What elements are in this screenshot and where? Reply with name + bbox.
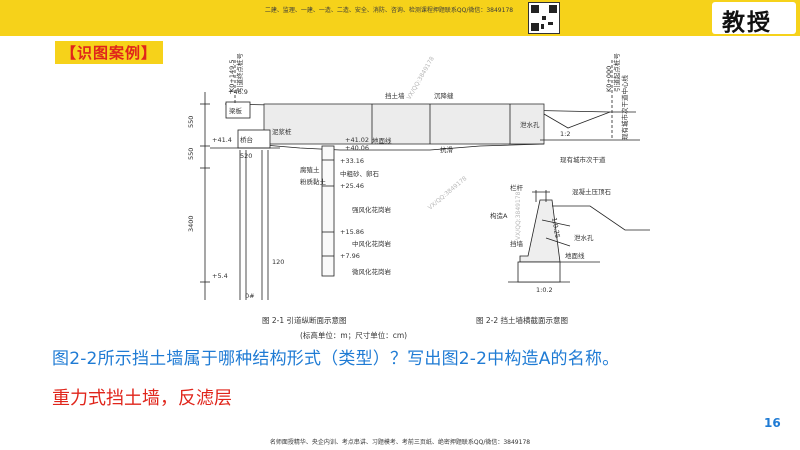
- settlement-joint-label: 沉降缝: [434, 91, 454, 100]
- weep-hole-label: 泄水孔: [520, 120, 540, 129]
- dimension-label: 520: [240, 152, 252, 160]
- ground-line-label: 地面线: [565, 251, 585, 260]
- cap-label: 混凝土压顶石: [572, 187, 612, 196]
- rock-label: 强风化花岗岩: [352, 205, 392, 214]
- elevation-label: +15.86: [340, 228, 364, 236]
- railing-label: 栏杆: [510, 183, 524, 192]
- elevation-label: +40.06: [345, 144, 369, 152]
- station-label: K0+149.5: [228, 60, 236, 92]
- bottom-banner-text: 名师面授精华、央企内训、考点串讲、习题模考、考前三页纸、绝密押题联系QQ/微信：…: [269, 439, 531, 446]
- soil-label: 中粗砂、卵石: [340, 169, 380, 178]
- fill-label: 抗滑: [440, 145, 454, 154]
- case-title: 【识图案例】: [55, 41, 164, 64]
- elevation-label: +33.16: [340, 157, 364, 165]
- unit-note: (标高单位：m；尺寸单位：cm): [300, 330, 407, 340]
- retaining-wall-label: 挡土墙: [385, 91, 405, 100]
- elevation-label: +41.02: [345, 136, 369, 144]
- ground-line-label: 地面线: [372, 136, 392, 145]
- rock-label: 中风化花岗岩: [352, 239, 392, 248]
- dimension-label: 3400: [187, 215, 195, 232]
- elevation-label: +25.46: [340, 182, 364, 190]
- watermark: VX/QQ:3849178: [427, 175, 469, 212]
- dimension-label: 550: [187, 116, 195, 128]
- wall-label: 挡墙: [510, 239, 524, 248]
- elevation-label: +5.4: [212, 272, 228, 280]
- top-banner-bar: [0, 0, 800, 36]
- watermark: VX/QQ:3849178: [406, 55, 436, 101]
- abutment-label: 桥台: [240, 135, 253, 144]
- dimension-label: 550: [187, 148, 195, 160]
- station-desc: 引道终点桩号: [235, 53, 244, 93]
- pile-label: 0#: [245, 292, 255, 300]
- brand-logo: 教授: [712, 2, 796, 36]
- slope-label: 1:2: [560, 130, 570, 138]
- page-number: 16: [764, 416, 781, 430]
- elevation-label: +41.4: [212, 136, 232, 144]
- qr-code-icon: [528, 2, 560, 34]
- watermark: VX/QQ:3849178: [515, 191, 522, 240]
- road-label: 现有城市次干道: [560, 155, 606, 164]
- answer-text: 重力式挡土墙，反滤层: [52, 388, 232, 409]
- rock-label: 微风化花岗岩: [352, 267, 392, 276]
- construction-a-label: 构造A: [490, 211, 508, 220]
- dimension-label: 120: [272, 258, 284, 266]
- soil-label: 粉质黏土: [300, 177, 327, 186]
- elevation-label: +46.9: [228, 88, 248, 96]
- beam-label: 梁板: [229, 106, 243, 115]
- slope-label: 1:0.2: [536, 286, 553, 294]
- soil-label: 腐殖土: [300, 165, 320, 174]
- weep-hole-label: 泄水孔: [574, 233, 594, 242]
- figure-caption: 图 2-2 挡土墙横截面示意图: [476, 315, 568, 325]
- figure-caption: 图 2-1 引道纵断面示意图: [262, 315, 347, 325]
- question-text: 图2-2所示挡土墙属于哪种结构形式（类型）？写出图2-2中构造A的名称。: [52, 349, 620, 369]
- slope-label: 1:0.25: [550, 217, 561, 239]
- station-desc: 现有城市次干道中心线: [620, 75, 629, 141]
- station-label: K0+000: [605, 66, 613, 92]
- elevation-label: +7.96: [340, 252, 360, 260]
- brand-logo-text: 教授: [722, 10, 772, 36]
- mud-pile-label: 泥浆桩: [272, 127, 292, 136]
- top-banner-text: 二建、监理、一建、一造、二造、安全、消防、咨询、检测课程押题联系QQ/微信：38…: [264, 7, 514, 14]
- station-desc: 引道起点桩号: [612, 53, 621, 93]
